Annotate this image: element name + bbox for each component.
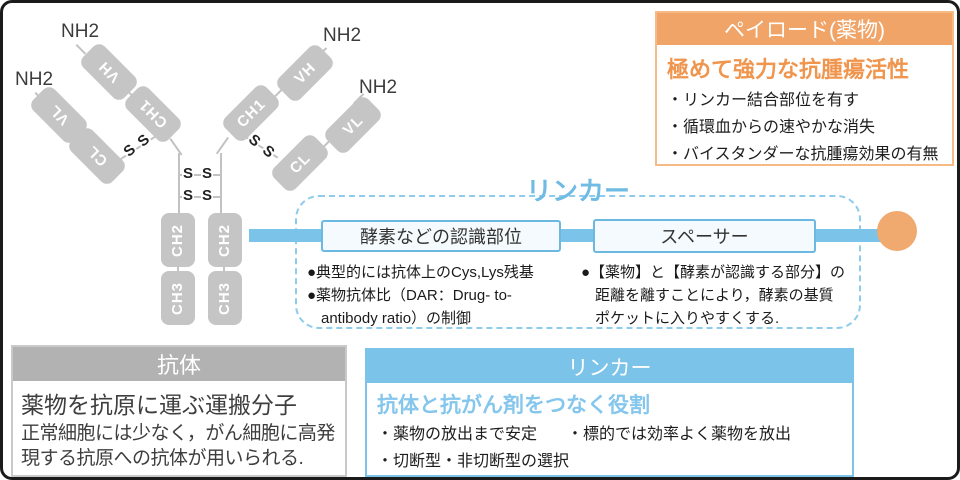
connector-line: [177, 265, 179, 273]
nh2-label-right-outer: NH2: [359, 77, 398, 98]
payload-circle: [877, 211, 917, 251]
spacer-notes: ●【薬物】と【酵素が認識する部分】の 距離を離すことにより，酵素の基質 ポケット…: [581, 261, 845, 330]
linker-bullet: ・標的では効率よく薬物を放出: [567, 426, 792, 443]
domain-cl-right: CL: [268, 131, 332, 195]
s-bond-label: S: [182, 187, 195, 204]
note-line: ポケットに入りやすくする.: [595, 310, 780, 327]
domain-label: CH3: [169, 281, 187, 315]
hinge-rung: [178, 174, 222, 176]
payload-bullet: ・リンカー結合部位を有す: [667, 92, 860, 109]
recognition-site-box: 酵素などの認識部位: [321, 220, 561, 252]
s-bond-label: S: [182, 165, 195, 182]
linker-bullet: ・切断型・非切断型の選択: [377, 453, 570, 470]
payload-panel-title: ペイロード(薬物): [657, 13, 952, 45]
domain-ch2-right: CH2: [208, 213, 242, 267]
antibody-body-line: 正常細胞には少なく，がん細胞に高発: [21, 423, 335, 444]
note-line: ●【薬物】と【酵素が認識する部分】の: [581, 264, 846, 281]
linker-bullet: ・薬物の放出まで安定: [377, 426, 538, 443]
note-line: antibody ratio）の制御: [321, 310, 472, 327]
hinge-line: [178, 153, 180, 215]
connector-line: [75, 44, 87, 55]
recognition-site-notes: ●典型的には抗体上のCys,Lys残基 ●薬物抗体比（DAR：Drug- to-…: [307, 261, 534, 330]
payload-panel-heading: 極めて強力な抗腫瘍活性: [667, 57, 910, 82]
nh2-label-left-inner: NH2: [61, 21, 100, 42]
linker-region-title: リンカー: [525, 176, 630, 206]
linker-dashed-region: [295, 195, 861, 329]
antibody-body-line: 現する抗原への抗体が用いられる.: [21, 448, 304, 469]
domain-label: CH3: [216, 281, 234, 315]
payload-bullet: ・バイスタンダーな抗腫瘍効果の有無: [667, 146, 939, 163]
note-line: 距離を離すことにより，酵素の基質: [595, 287, 834, 304]
spacer-box: スペーサー: [593, 219, 816, 253]
linker-panel-heading: 抗体と抗がん剤をつなく役割: [377, 394, 650, 417]
domain-ch3-left: CH3: [161, 271, 195, 325]
domain-label: CH2: [169, 223, 187, 257]
domain-vh-right: VH: [273, 41, 337, 105]
domain-label: CH2: [216, 223, 234, 257]
nh2-label-right-inner: NH2: [323, 25, 362, 46]
hinge-line: [220, 153, 222, 215]
nh2-label-left-outer: NH2: [15, 69, 54, 90]
domain-ch1-left: CH1: [121, 82, 185, 146]
domain-ch2-left: CH2: [161, 213, 195, 267]
antibody-panel: 抗体 薬物を抗原に運ぶ運搬分子 正常細胞には少なく，がん細胞に高発 現する抗原へ…: [11, 345, 347, 477]
domain-ch3-right: CH3: [208, 271, 242, 325]
antibody-panel-title: 抗体: [13, 347, 345, 381]
s-bond-label: S: [201, 165, 214, 182]
hinge-rung: [178, 196, 222, 198]
domain-vl-right: VL: [321, 93, 385, 157]
hinge-line: [215, 136, 229, 155]
payload-bullet: ・循環血からの速やかな消失: [667, 119, 876, 136]
linker-panel: リンカー 抗体と抗がん剤をつなく役割 ・薬物の放出まで安定 ・標的では効率よく薬…: [365, 348, 854, 477]
s-bond-label: S: [201, 187, 214, 204]
linker-panel-title: リンカー: [367, 350, 852, 383]
antibody-panel-heading: 薬物を抗原に運ぶ運搬分子: [21, 392, 297, 418]
hinge-line: [169, 138, 183, 156]
payload-panel: ペイロード(薬物) 極めて強力な抗腫瘍活性 ・リンカー結合部位を有す ・循環血か…: [655, 11, 954, 166]
connector-line: [223, 265, 225, 273]
note-line: ●薬物抗体比（DAR：Drug- to-: [307, 287, 512, 304]
note-line: ●典型的には抗体上のCys,Lys残基: [307, 264, 534, 281]
